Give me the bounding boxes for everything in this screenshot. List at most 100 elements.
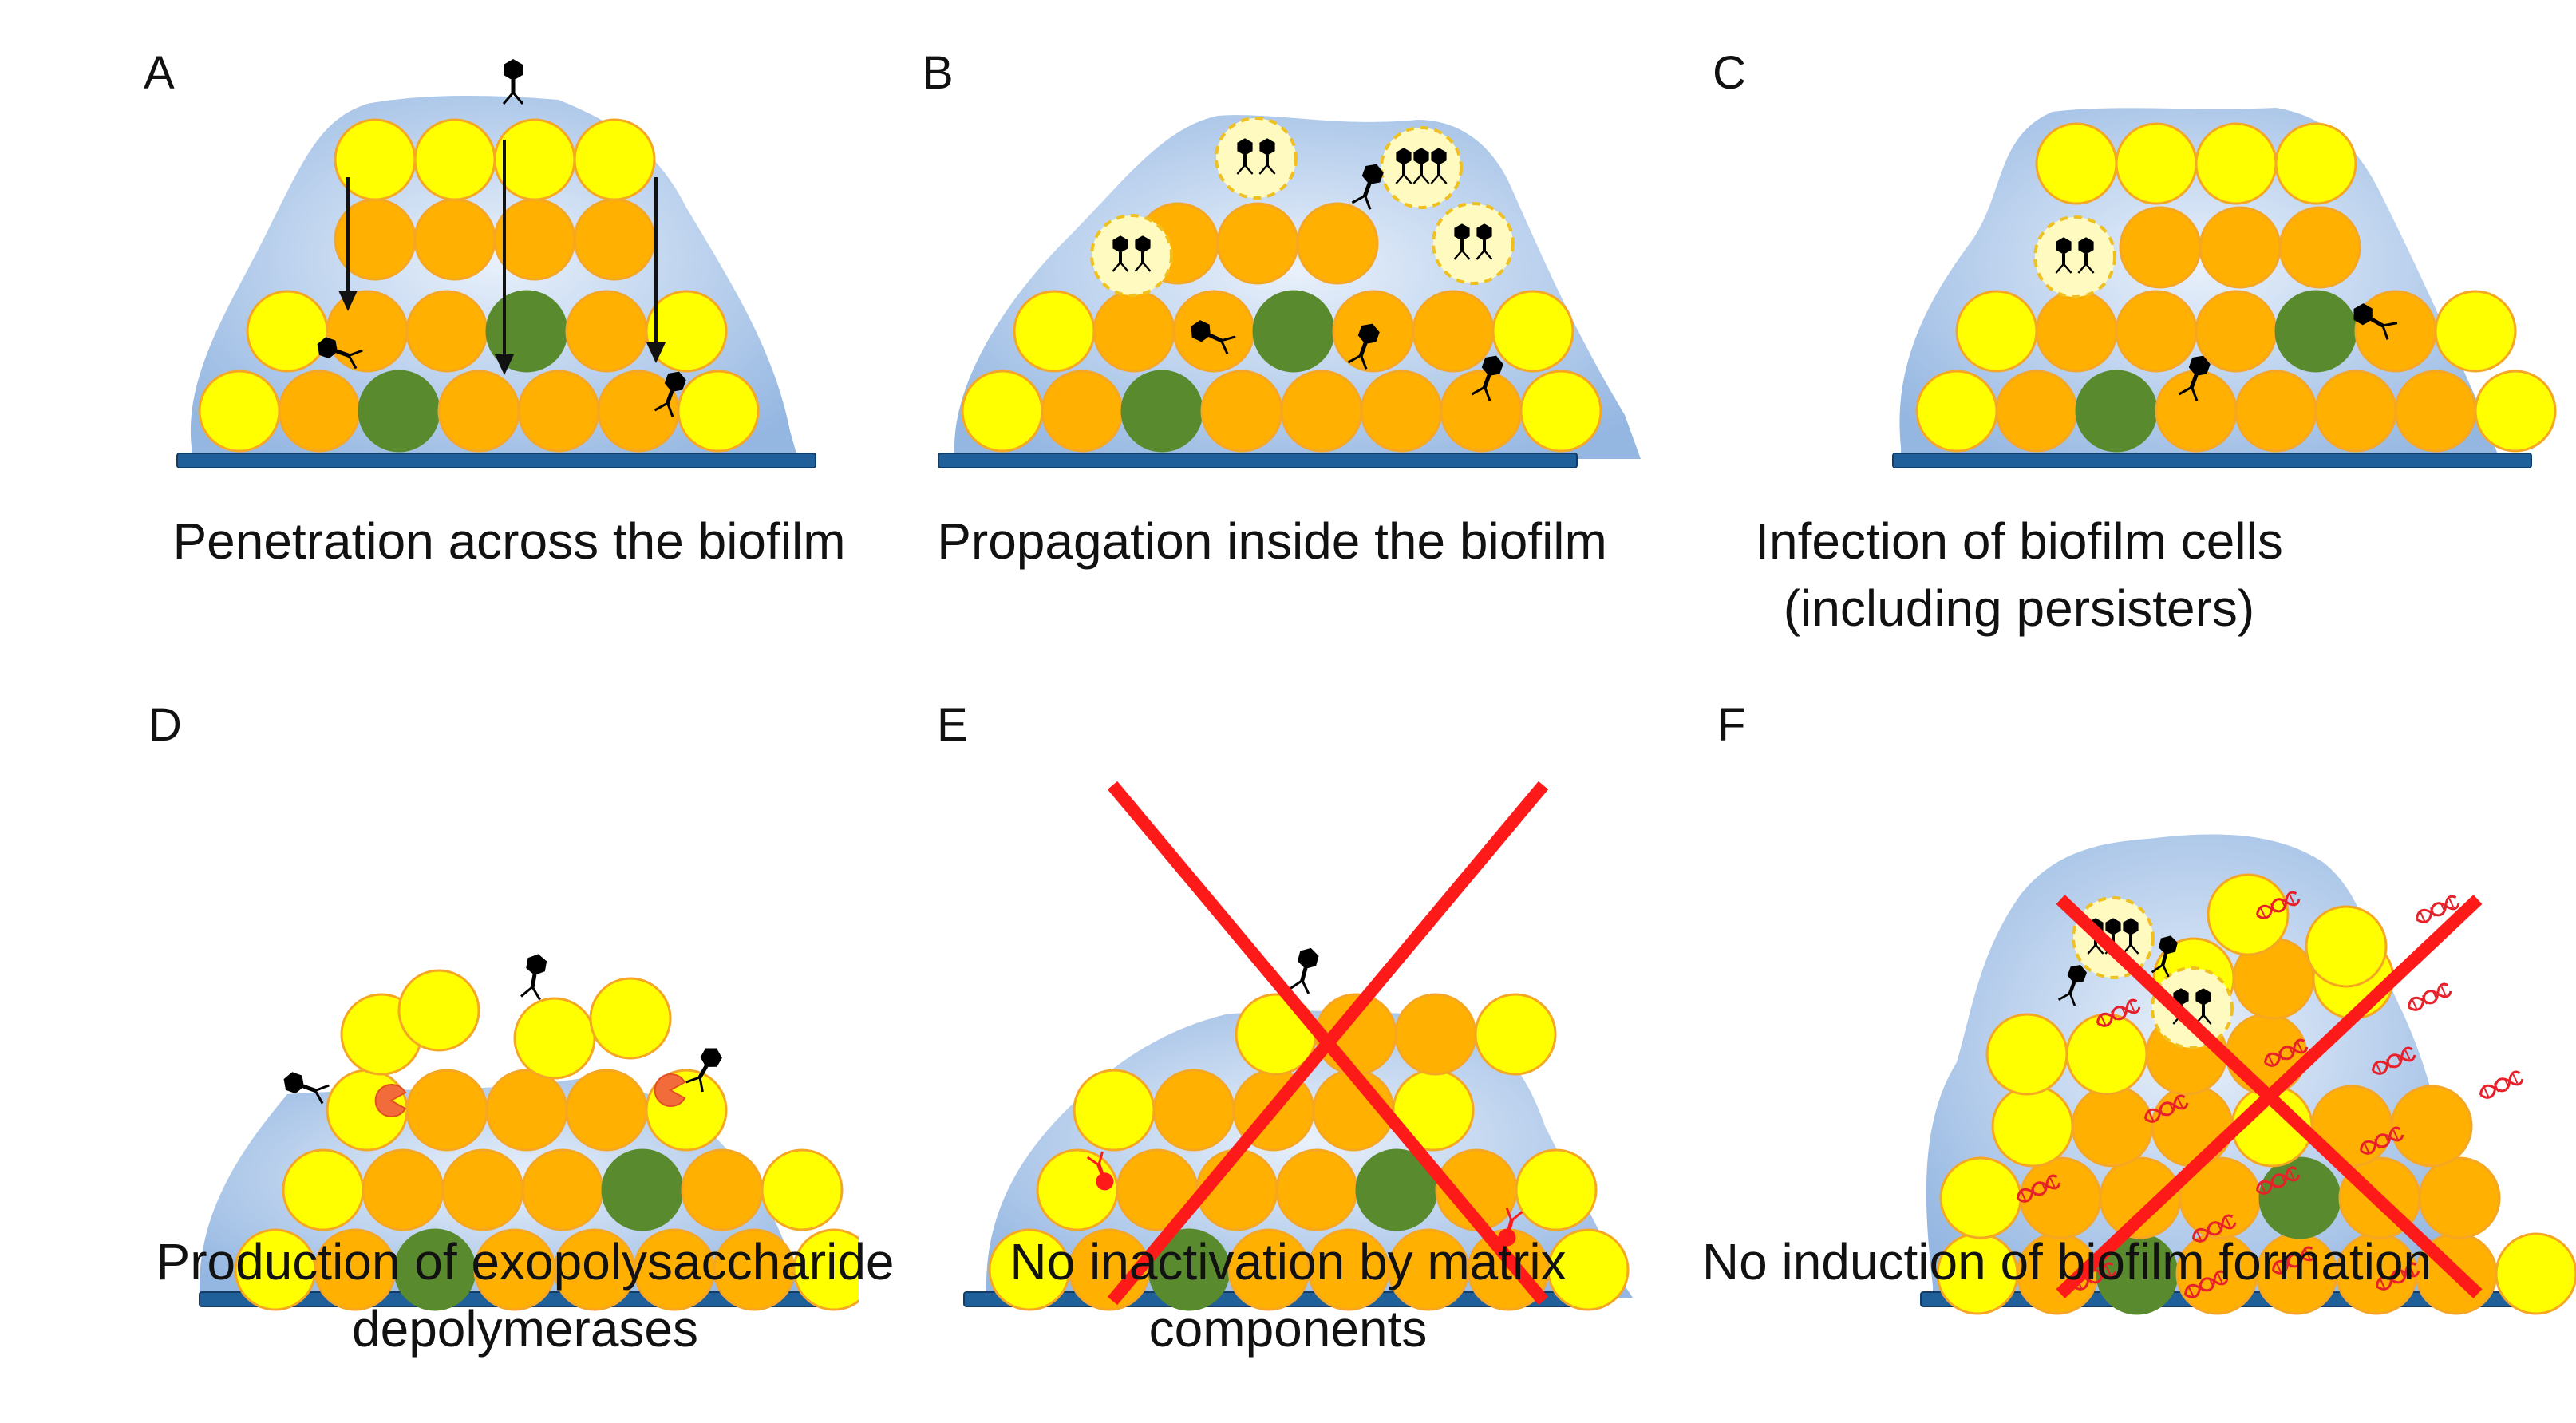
persister-cell [2274,290,2357,373]
yellow-cell [645,290,728,373]
phage-icon [654,371,686,417]
dna-icon [2375,1262,2420,1291]
dna-icon [2143,1094,2189,1123]
infected-cell [2033,215,2116,298]
orange-cell [2019,1156,2102,1239]
yellow-cell [1013,290,1096,373]
infected-cell [1432,202,1515,285]
panel-e-caption-line1: No inactivation by matrix [1009,1233,1567,1291]
yellow-cell [198,370,281,453]
orange-cell [565,1069,648,1152]
substrate-surface [938,453,1578,468]
orange-cell [2278,206,2361,289]
orange-cell [441,1148,524,1231]
orange-cell [517,370,600,453]
orange-cell [1200,370,1283,453]
phage-icon [1412,148,1430,184]
panel-f-caption: No induction of biofilm formation [1638,1228,2496,1295]
panel-e-illustration [963,781,1633,1311]
phage-icon [1236,138,1254,175]
infected-cell [1215,117,1298,200]
panel-d-illustration [199,954,859,1311]
orange-cell [1360,370,1443,453]
enzyme-icon [374,1084,407,1117]
arrow-icon [495,140,514,375]
phage-icon [2057,965,2087,1006]
panel-a-letter: A [144,47,175,99]
yellow-cell [282,1148,365,1231]
yellow-cell [677,370,760,453]
phage-icon [502,59,524,105]
orange-cell [1440,370,1523,453]
cross-icon [2056,895,2483,1298]
orange-cell [2394,370,2477,453]
yellow-cell [513,997,596,1080]
phage-icon [1347,323,1380,370]
yellow-cell [397,969,480,1052]
phage-icon [1191,320,1236,355]
panel-a: A Penetration across the biofilm [0,0,859,711]
panel-f-letter: F [1717,699,1746,751]
panel-d-caption: Production of exopolysaccharide depolyme… [96,1228,954,1362]
panel-c-letter: C [1713,47,1746,99]
phage-icon [1258,138,1276,175]
persister-cell [601,1148,684,1231]
yellow-cell [1985,1013,2068,1096]
orange-cell [1995,370,2078,453]
phage-icon [2055,237,2072,274]
orange-cell [2071,1085,2154,1168]
orange-cell [2035,290,2118,373]
yellow-cell [1474,993,1557,1076]
enzyme-icon [654,1073,686,1107]
orange-cell [493,198,576,281]
orange-cell [573,198,656,281]
inactivated-phage-icon [1498,1207,1523,1247]
persister-cell [1120,370,1203,453]
yellow-cell [761,1148,844,1231]
orange-cell [2155,370,2238,453]
panel-e-caption: No inactivation by matrix components [859,1228,1717,1362]
panel-d: D Production of exopolysaccharide depoly… [0,699,895,1422]
panel-b-letter: B [923,47,954,99]
substrate-surface [1892,453,2532,468]
dna-icon [2415,895,2460,923]
orange-cell [362,1148,444,1231]
panel-c-caption-line1: Infection of biofilm cells [1755,512,2283,570]
infected-cell [1090,214,1173,297]
yellow-cell [2495,1232,2576,1315]
panel-a-caption: Penetration across the biofilm [80,508,938,575]
yellow-cell [2305,905,2388,988]
phage-icon [1112,235,1129,272]
orange-cell [2354,290,2437,373]
phage-icon [1351,164,1384,210]
dna-icon [2263,1038,2309,1067]
panel-c: C Infection of biofilm cells (including … [1713,0,2576,711]
yellow-cell [573,118,656,201]
panel-e: E No inactivation by matrix components [859,699,1717,1422]
dna-icon [2371,1046,2416,1075]
orange-cell [1172,290,1255,373]
yellow-cell [2274,122,2357,205]
inactivated-phage-icon [1086,1151,1114,1191]
yellow-cell [2474,370,2557,453]
yellow-cell [2195,122,2278,205]
yellow-cell [1515,1148,1598,1231]
orange-cell [2225,1013,2308,1096]
panel-f-illustration [1920,834,2576,1315]
panel-a-illustration [176,59,816,468]
biofilm-matrix [190,96,798,459]
orange-cell [1216,202,1299,285]
phage-icon [283,1072,330,1105]
yellow-cell [961,370,1044,453]
panel-b: B Propagation inside the biofilm [859,0,1717,711]
dna-icon [2271,1246,2317,1275]
dna-icon [2255,891,2301,919]
panel-b-caption: Propagation inside the biofilm [843,508,1701,575]
panel-d-caption-line1: Production of exopolysaccharide [156,1233,895,1291]
yellow-cell [1491,290,1574,373]
substrate-surface [176,453,816,468]
dna-icon [2359,1126,2404,1155]
infected-cell [2151,966,2234,1049]
phage-icon [1395,148,1412,184]
panel-c-illustration [1892,108,2557,468]
